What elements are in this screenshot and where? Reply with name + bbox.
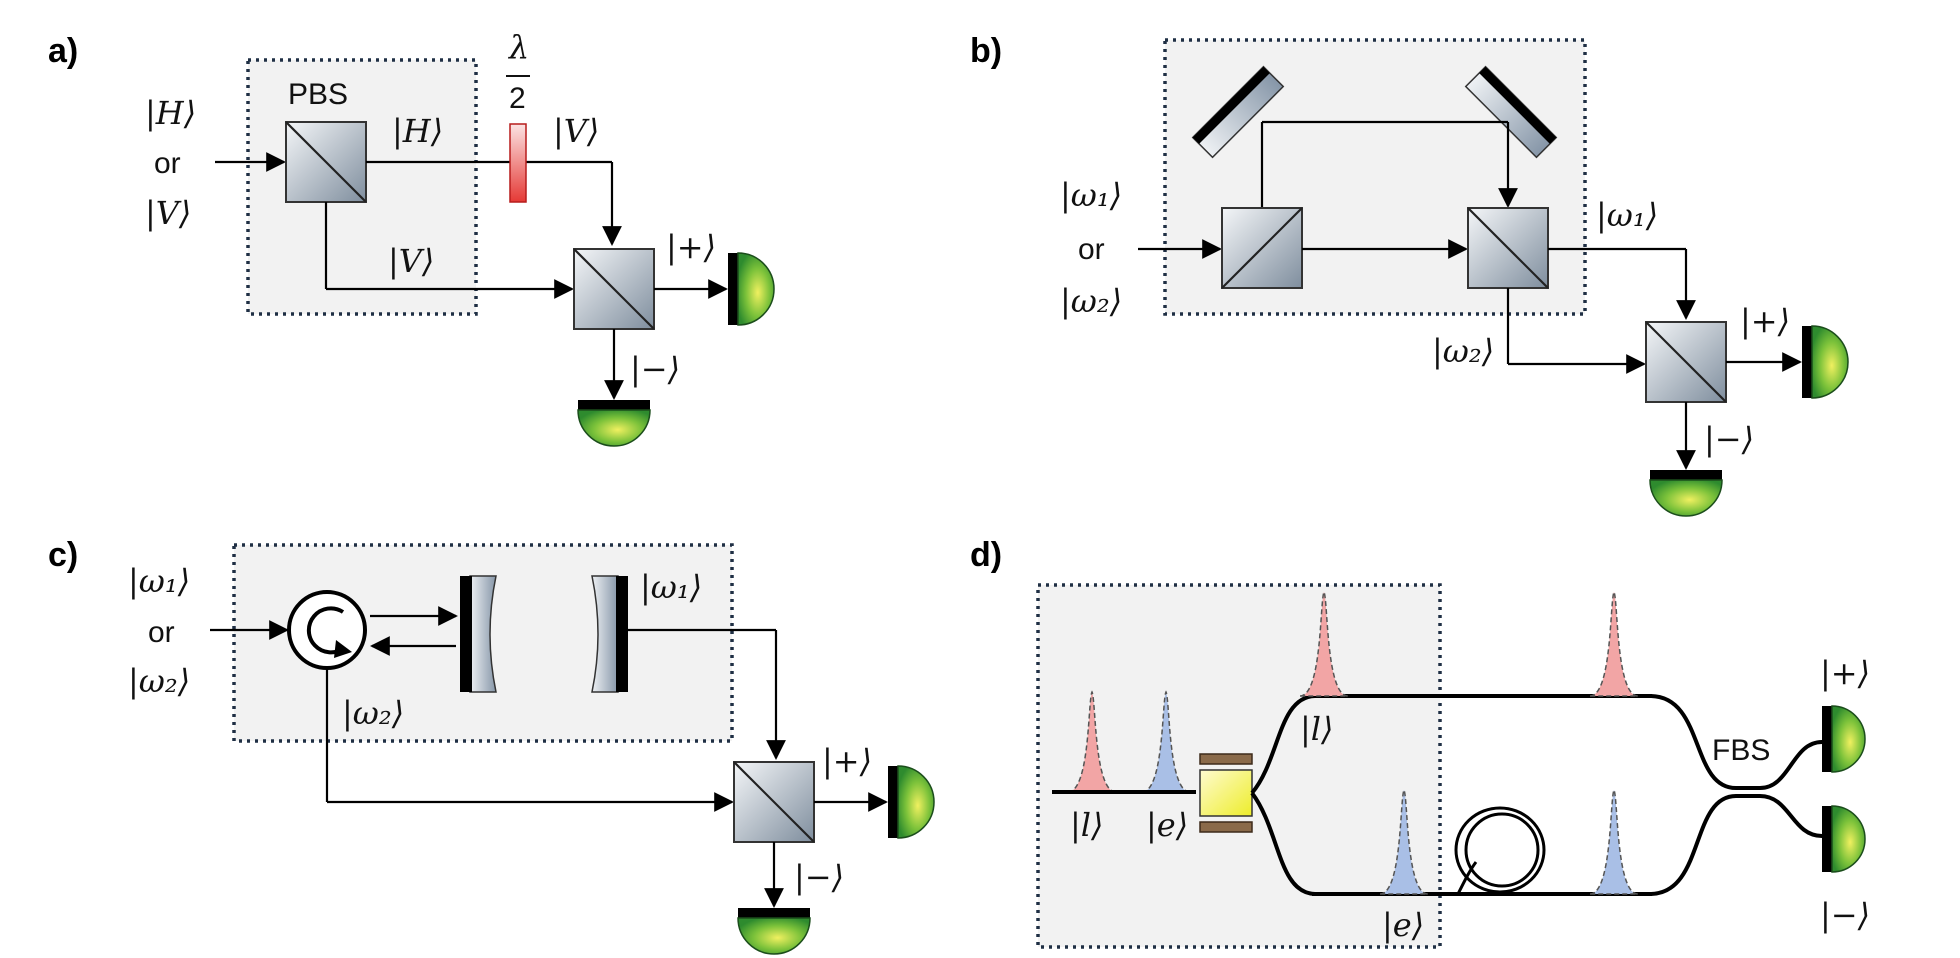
a-input-or: or <box>154 147 181 180</box>
d-lower-pulse-early-2 <box>1589 788 1639 895</box>
b-input-w2: |ω₂⟩ <box>1060 282 1122 320</box>
d-modulator-electrode-bottom <box>1199 821 1253 833</box>
d-detector-plus <box>1831 705 1866 773</box>
circulator-arrowhead <box>334 640 352 658</box>
d-fbs-lower <box>1649 794 1823 896</box>
d-out-plus: |+⟩ <box>1820 654 1870 692</box>
a-out-plus: |+⟩ <box>666 228 716 266</box>
a-detector-plus <box>737 252 775 326</box>
c-detector-plus <box>897 765 935 839</box>
panel-b: b) |ω₁⟩ or |ω₂⟩ |ω₁⟩ |ω₂⟩ |+⟩ <box>970 32 1849 517</box>
c-det-minus-base <box>738 908 810 918</box>
d-out-minus: |−⟩ <box>1820 896 1870 934</box>
half-wave-plate <box>509 123 527 203</box>
a-lower-v: |V⟩ <box>388 242 434 280</box>
d-upper-pulse-late-2 <box>1589 590 1639 697</box>
b-det-plus-base <box>1802 326 1812 398</box>
d-detector-minus <box>1831 805 1866 873</box>
a-det-minus-base <box>578 400 650 410</box>
d-fiber-split-down <box>1250 791 1316 896</box>
d-input-e: |e⟩ <box>1146 806 1188 844</box>
b-out-w2: |ω₂⟩ <box>1432 332 1494 370</box>
delay-coil-inner <box>1464 812 1540 888</box>
c-out-plus: |+⟩ <box>822 742 872 780</box>
d-lower-pulse-early-1 <box>1379 788 1429 895</box>
panel-d: d) |l⟩ |e⟩ |l⟩ <box>970 536 1870 949</box>
a-pbs-label: PBS <box>288 78 348 111</box>
a-pbs-diagonal <box>285 121 367 203</box>
a-det-plus-base <box>728 253 738 325</box>
d-input-pulse-early <box>1141 690 1191 793</box>
b-mirror-left <box>1191 65 1285 159</box>
panel-a: a) |H⟩ or |V⟩ PBS |H⟩ λ 2 |V⟩ |V⟩ |+⟩ |−… <box>48 28 775 447</box>
a-upper-h: |H⟩ <box>392 112 443 150</box>
a-input-h: |H⟩ <box>145 94 196 132</box>
c-input-w2: |ω₂⟩ <box>128 662 190 700</box>
panel-a-label: a) <box>48 32 78 70</box>
b-detector-minus <box>1649 479 1723 517</box>
panel-c: c) |ω₁⟩ or |ω₂⟩ |ω₁⟩ |ω₂⟩ |+⟩ <box>48 536 935 955</box>
a-out-minus: |−⟩ <box>630 350 680 388</box>
circulator <box>287 590 367 670</box>
c-bs-diagonal <box>733 761 815 843</box>
d-fbs-upper <box>1649 694 1823 790</box>
d-det-minus-base <box>1822 806 1832 872</box>
c-cavity-mirror-left <box>460 575 497 693</box>
d-det-plus-base <box>1822 706 1832 772</box>
b-bs3-diagonal <box>1645 321 1727 403</box>
a-after-wp-v: |V⟩ <box>553 112 599 150</box>
interferometer-box <box>1036 583 1442 949</box>
d-fbs-label: FBS <box>1712 734 1770 767</box>
a-wp-lambda: λ <box>507 28 529 66</box>
a-wp-two: 2 <box>509 82 526 115</box>
c-out-w2: |ω₂⟩ <box>342 694 404 732</box>
c-input-w1: |ω₁⟩ <box>128 562 190 600</box>
d-input-pulse-late <box>1067 690 1117 793</box>
c-cavity-mirror-right <box>591 575 628 693</box>
a-bs-diagonal <box>573 248 655 330</box>
c-out-minus: |−⟩ <box>794 858 844 896</box>
b-det-minus-base <box>1650 470 1722 480</box>
b-out-minus: |−⟩ <box>1704 420 1754 458</box>
b-out-w1: |ω₁⟩ <box>1596 196 1658 234</box>
panel-b-label: b) <box>970 32 1002 70</box>
b-out-plus: |+⟩ <box>1740 302 1790 340</box>
b-input-or: or <box>1078 233 1105 266</box>
d-modulator-crystal <box>1199 769 1253 817</box>
a-detector-minus <box>577 409 651 447</box>
d-modulator-electrode-top <box>1199 753 1253 765</box>
circulator-arrow-icon <box>306 606 346 655</box>
c-det-plus-base <box>888 766 898 838</box>
b-input-w1: |ω₁⟩ <box>1060 176 1122 214</box>
b-bs1-diagonal <box>1221 207 1303 289</box>
delay-coil-lead <box>1456 861 1478 895</box>
panel-d-label: d) <box>970 536 1002 574</box>
c-input-or: or <box>148 616 175 649</box>
panel-c-label: c) <box>48 536 78 574</box>
delay-coil-icon <box>1454 806 1546 894</box>
d-lower-e: |e⟩ <box>1382 906 1424 944</box>
c-detector-minus <box>737 917 811 955</box>
b-detector-plus <box>1811 325 1849 399</box>
b-bs2-diagonal <box>1467 207 1549 289</box>
d-upper-pulse-late-1 <box>1299 590 1349 697</box>
d-upper-l: |l⟩ <box>1300 710 1334 748</box>
d-input-l: |l⟩ <box>1070 806 1104 844</box>
a-input-v: |V⟩ <box>145 194 191 232</box>
c-out-w1: |ω₁⟩ <box>640 568 702 606</box>
